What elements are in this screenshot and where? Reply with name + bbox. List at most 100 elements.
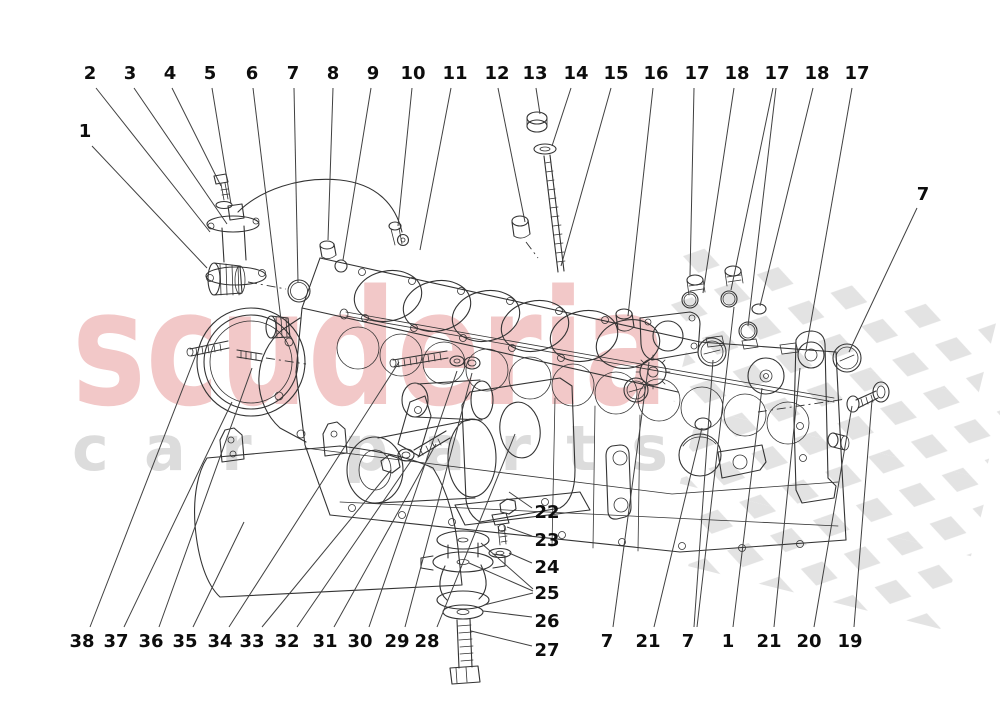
leader-line-16	[627, 87, 654, 317]
engine-mount-stack	[420, 512, 512, 685]
callout-number-21-40: 21	[635, 631, 660, 652]
leader-line-13	[535, 87, 541, 115]
leader-line-25	[483, 592, 534, 606]
callout-number-35-25: 35	[172, 631, 197, 652]
leader-line-8	[327, 87, 334, 241]
callout-number-5-4: 5	[204, 63, 217, 84]
callout-number-27-38: 27	[534, 640, 559, 661]
leader-line-1	[91, 145, 208, 269]
sensor-assembly	[205, 173, 410, 286]
leader-line-10	[397, 87, 413, 227]
fastener-details	[186, 111, 635, 370]
flywheel-housing-and-seal-ring	[196, 307, 307, 443]
callout-number-19-45: 19	[837, 631, 862, 652]
callout-number-30-30: 30	[347, 631, 372, 652]
leader-line-7	[293, 87, 299, 283]
leader-line-26	[482, 610, 533, 618]
callout-number-8-7: 8	[327, 63, 340, 84]
callout-number-33-27: 33	[239, 631, 264, 652]
leader-line-2	[95, 87, 211, 233]
callout-number-38-22: 38	[69, 631, 94, 652]
leader-line-23	[506, 526, 533, 537]
callout-number-9-8: 9	[367, 63, 380, 84]
leader-line-14	[551, 87, 572, 147]
leader-line-9	[342, 87, 372, 261]
callout-number-7-6: 7	[287, 63, 300, 84]
callout-number-36-24: 36	[138, 631, 163, 652]
leader-line-11	[419, 87, 452, 251]
leader-line-21	[773, 367, 801, 628]
leader-line-5	[211, 87, 232, 205]
callout-number-13-12: 13	[522, 63, 547, 84]
callout-number-1-42: 1	[722, 631, 735, 652]
watermark-subtitle: car parts	[72, 412, 668, 485]
callout-number-31-29: 31	[312, 631, 337, 652]
callout-number-17-18: 17	[764, 63, 789, 84]
callout-number-25-36: 25	[534, 583, 559, 604]
leader-line-7	[696, 306, 735, 628]
callout-number-18-17: 18	[724, 63, 749, 84]
leader-line-28	[436, 433, 516, 628]
callout-number-4-3: 4	[164, 63, 177, 84]
callout-number-34-26: 34	[207, 631, 232, 652]
leader-line-25	[480, 542, 534, 590]
leader-line-15	[560, 87, 612, 267]
leader-line-31	[333, 443, 437, 628]
leader-line-3	[133, 87, 228, 225]
leader-line-19	[853, 399, 873, 628]
leader-line-6	[252, 87, 282, 321]
leader-line-4	[171, 87, 222, 187]
callout-number-1-0: 1	[79, 121, 92, 142]
leader-line-33	[261, 469, 392, 628]
leader-line-17	[805, 87, 853, 351]
callout-number-26-37: 26	[534, 611, 559, 632]
leader-line-36	[158, 367, 253, 628]
leader-line-25	[468, 562, 534, 592]
callout-number-24-35: 24	[534, 557, 559, 578]
leader-line-29	[404, 372, 473, 628]
leader-line-30	[368, 370, 458, 628]
leader-line-37	[123, 401, 233, 628]
callout-number-12-11: 12	[484, 63, 509, 84]
callout-number-7-39: 7	[601, 631, 614, 652]
callout-number-23-34: 23	[534, 530, 559, 551]
leader-line-7	[693, 359, 714, 628]
callout-number-18-19: 18	[804, 63, 829, 84]
rear-bracket-plate	[757, 330, 890, 504]
leader-line-1	[732, 387, 763, 628]
leader-line-21	[653, 427, 703, 628]
callout-number-7-21: 7	[917, 184, 930, 205]
leader-line-18	[759, 87, 814, 307]
leader-line-32	[296, 457, 414, 628]
leader-line-12	[497, 87, 526, 223]
engine-mount-bracket	[454, 377, 591, 526]
leader-line-18	[702, 87, 735, 294]
cylinder-bores	[336, 268, 810, 445]
callout-number-2-1: 2	[84, 63, 97, 84]
leader-line-17	[730, 87, 774, 291]
callout-number-20-44: 20	[796, 631, 821, 652]
callout-number-6-5: 6	[246, 63, 259, 84]
callout-number-17-16: 17	[684, 63, 709, 84]
leader-line-17	[689, 87, 695, 277]
leader-line-20	[813, 405, 853, 628]
leader-line-38	[89, 351, 198, 628]
callout-number-17-20: 17	[844, 63, 869, 84]
leader-line-7	[848, 207, 918, 353]
callout-number-22-33: 22	[534, 502, 559, 523]
callout-number-37-23: 37	[103, 631, 128, 652]
callout-number-15-14: 15	[603, 63, 628, 84]
liner-scallops	[336, 326, 810, 445]
rear-face-details	[605, 265, 785, 520]
callout-number-32-28: 32	[274, 631, 299, 652]
leader-line-27	[470, 630, 533, 647]
callout-number-10-9: 10	[400, 63, 425, 84]
leader-line-17	[747, 87, 777, 327]
callout-number-11-10: 11	[442, 63, 467, 84]
callout-number-21-43: 21	[756, 631, 781, 652]
callout-number-7-41: 7	[682, 631, 695, 652]
callout-number-16-15: 16	[643, 63, 668, 84]
